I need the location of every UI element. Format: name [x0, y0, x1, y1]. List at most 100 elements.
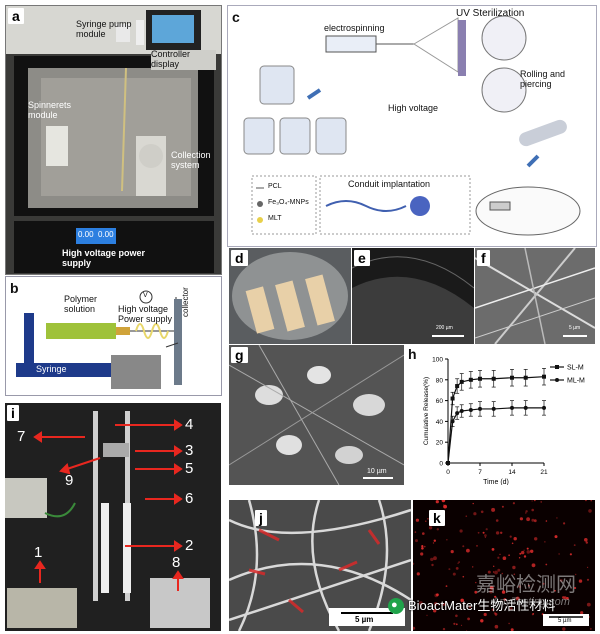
marker-6: 6 — [185, 490, 194, 507]
fluorescent-dot — [512, 502, 515, 505]
panel-i-arrows — [33, 419, 184, 591]
fluorescent-dot — [518, 557, 521, 559]
fluorescent-dot — [511, 542, 514, 545]
fluorescent-dot — [497, 556, 500, 559]
data-point-ml-m — [450, 419, 455, 424]
fluorescent-dot — [415, 539, 418, 543]
fluorescent-dot — [414, 531, 417, 533]
fluorescent-dot — [542, 582, 545, 585]
fluorescent-dot — [531, 500, 533, 502]
fluorescent-dot — [413, 562, 415, 565]
account-name: BioactMater生物活性材料 — [408, 598, 556, 613]
panel-a: a Syringe pump module Controller display… — [5, 5, 222, 275]
fluorescent-dot — [467, 617, 470, 621]
fluorescent-dot — [574, 586, 577, 590]
data-point-ml-m — [446, 461, 450, 465]
fluorescent-dot — [497, 568, 501, 572]
y-tick-label: 20 — [436, 440, 444, 447]
wechat-badge: ● — [388, 598, 404, 614]
fluorescent-dot — [462, 575, 465, 578]
marker-1: 1 — [34, 544, 43, 561]
series-line-ml-m — [447, 407, 544, 464]
marker-4: 4 — [185, 416, 194, 433]
fluorescent-dot — [422, 532, 425, 535]
marker-7: 7 — [17, 428, 26, 445]
data-point-ml-m — [468, 407, 473, 412]
fluorescent-dot — [533, 500, 536, 502]
fluorescent-dot — [563, 596, 567, 600]
series-line-sl-m — [447, 376, 545, 464]
fluorescent-dot — [554, 589, 556, 592]
panel-a-label: a — [8, 8, 24, 24]
fluorescent-dot — [458, 561, 460, 563]
panel-g-sem — [229, 345, 404, 485]
panel-j-fluorescence — [229, 500, 411, 631]
fluorescent-dot — [435, 500, 439, 504]
fluorescent-dot — [483, 612, 487, 617]
fluorescent-dot — [433, 602, 438, 606]
collector-label: collector — [181, 287, 190, 317]
fluorescent-dot — [494, 612, 498, 616]
conduit-label: Conduit implantation — [348, 179, 431, 189]
polymer-label: Polymer solution — [64, 294, 98, 314]
display-right-value: 0.00 — [98, 230, 114, 239]
panel-d-label: d — [231, 250, 248, 266]
fluorescent-dot — [480, 510, 484, 514]
panel-e-sem — [352, 256, 474, 344]
fluorescent-dot — [525, 510, 528, 513]
panel-c-label: c — [232, 9, 240, 25]
fluorescent-dot — [584, 538, 588, 542]
fluorescent-dot — [558, 553, 560, 555]
fluorescent-dot — [526, 517, 530, 522]
fluorescent-dot — [433, 556, 437, 561]
fluorescent-dot — [530, 549, 534, 553]
fluorescent-dot — [518, 585, 521, 588]
panel-k-scalebar: 5 µm — [558, 618, 572, 624]
legend-fe: Fe₃O₄-MNPs — [268, 199, 309, 206]
fluorescent-dot — [509, 607, 513, 611]
fluorescent-dot — [457, 562, 459, 564]
y-axis-label: Cumulative Release(%) — [423, 377, 430, 445]
data-point-ml-m — [491, 406, 496, 411]
data-point-ml-m — [459, 409, 464, 413]
fluorescent-dot — [528, 584, 530, 587]
fluorescent-dot — [452, 572, 456, 576]
panel-i-label: i — [7, 405, 19, 421]
panel-k: k 5 µm — [413, 500, 595, 631]
electrospinning-label: electrospinning — [324, 23, 385, 33]
panel-e-label: e — [354, 250, 370, 266]
fluorescent-dot — [441, 500, 446, 503]
hv-power-label: High voltage Power supply — [118, 304, 173, 324]
panel-i: i 4 3 5 6 2 7 9 1 8 — [5, 403, 221, 631]
panel-g-scalebar: 10 µm — [367, 468, 387, 475]
y-tick-label: 80 — [436, 377, 444, 384]
data-point-sl-m — [542, 374, 546, 379]
collection-label: Collection system — [171, 150, 211, 170]
panel-b: b Polymer solution High voltage Power su… — [5, 276, 222, 396]
fluorescent-dot — [443, 504, 445, 506]
fluorescent-dot — [491, 507, 496, 512]
fluorescent-dot — [465, 515, 468, 517]
fluorescent-dot — [482, 531, 485, 534]
panel-d: d — [229, 248, 351, 344]
fluorescent-dot — [587, 566, 589, 568]
fluorescent-dot — [484, 534, 487, 537]
fluorescent-dot — [508, 622, 510, 625]
panel-f: f 5 µm — [475, 248, 595, 344]
y-tick-label: 100 — [432, 357, 443, 364]
fluorescent-dot — [559, 579, 563, 582]
panel-k-fluorescence — [413, 500, 592, 631]
data-point-sl-m — [459, 379, 464, 384]
fluorescent-dot — [493, 612, 497, 615]
fluorescent-dot — [466, 630, 468, 631]
fluorescent-dot — [513, 537, 517, 541]
data-point-ml-m — [542, 405, 546, 410]
fluorescent-dot — [494, 570, 498, 575]
fluorescent-dot — [413, 626, 416, 630]
fluorescent-dot — [495, 531, 500, 535]
watermark-en: AnyTesting.com — [492, 596, 570, 608]
fluorescent-dot — [466, 548, 470, 553]
panel-e: e 200 µm — [352, 248, 474, 344]
fluorescent-dot — [459, 529, 463, 533]
